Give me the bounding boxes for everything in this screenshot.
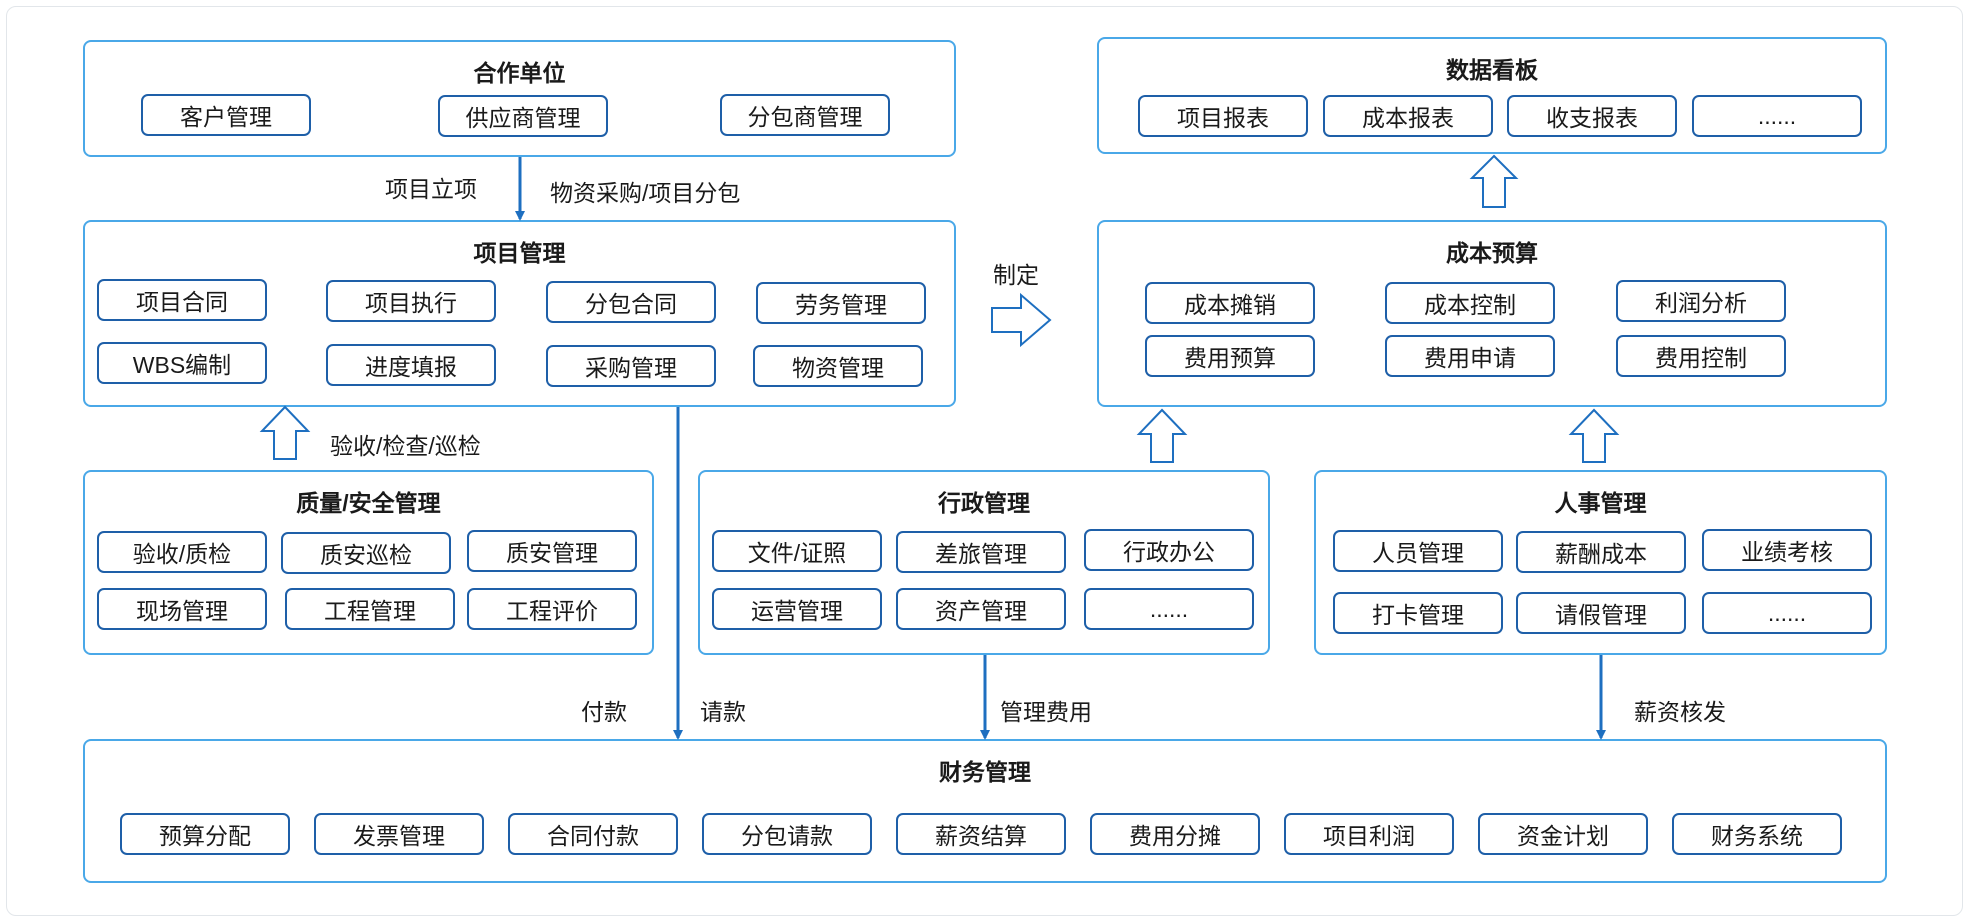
partners-item-supplier: 供应商管理 — [438, 95, 608, 137]
finance-item-finance-system: 财务系统 — [1672, 813, 1842, 855]
admin-item-operations: 运营管理 — [712, 588, 882, 630]
partners-title: 合作单位 — [473, 60, 566, 86]
budget-title: 成本预算 — [1446, 240, 1538, 266]
hr-item-compensation: 薪酬成本 — [1516, 531, 1686, 573]
dashboard-item-more: ...... — [1692, 95, 1862, 137]
partners-panel: 合作单位 客户管理 供应商管理 分包商管理 — [83, 40, 956, 157]
admin-panel: 行政管理 文件/证照 差旅管理 行政办公 运营管理 资产管理 ...... — [698, 470, 1270, 655]
project-item-execution: 项目执行 — [326, 280, 496, 322]
admin-item-documents: 文件/证照 — [712, 530, 882, 572]
project-item-labor: 劳务管理 — [756, 282, 926, 324]
quality-item-evaluation: 工程评价 — [467, 588, 637, 630]
hr-item-performance: 业绩考核 — [1702, 529, 1872, 571]
dashboard-title: 数据看板 — [1446, 57, 1538, 83]
label-project-setup: 项目立项 — [385, 176, 477, 202]
dashboard-item-income-report: 收支报表 — [1507, 95, 1677, 137]
budget-panel: 成本预算 成本摊销 成本控制 利润分析 费用预算 费用申请 费用控制 — [1097, 220, 1887, 407]
project-panel: 项目管理 项目合同 项目执行 分包合同 劳务管理 WBS编制 进度填报 采购管理… — [83, 220, 956, 407]
finance-item-project-profit: 项目利润 — [1284, 813, 1454, 855]
finance-item-expense-allocation: 费用分摊 — [1090, 813, 1260, 855]
hr-title: 人事管理 — [1554, 490, 1647, 516]
budget-item-expense-budget: 费用预算 — [1145, 335, 1315, 377]
finance-item-salary-settlement: 薪资结算 — [896, 813, 1066, 855]
hr-item-attendance: 打卡管理 — [1333, 592, 1503, 634]
label-formulate: 制定 — [993, 262, 1039, 288]
hr-item-personnel: 人员管理 — [1333, 530, 1503, 572]
project-item-materials: 物资管理 — [753, 345, 923, 387]
hr-item-more: ...... — [1702, 592, 1872, 634]
quality-item-engineering: 工程管理 — [285, 588, 455, 630]
quality-title: 质量/安全管理 — [296, 490, 441, 516]
label-management-fee: 管理费用 — [1000, 699, 1092, 725]
finance-item-contract-payment: 合同付款 — [508, 813, 678, 855]
finance-item-subcontract-request: 分包请款 — [702, 813, 872, 855]
budget-item-amortization: 成本摊销 — [1145, 282, 1315, 324]
admin-item-more: ...... — [1084, 588, 1254, 630]
budget-item-expense-request: 费用申请 — [1385, 335, 1555, 377]
project-item-wbs: WBS编制 — [97, 342, 267, 384]
quality-item-patrol: 质安巡检 — [281, 532, 451, 574]
project-item-subcontract: 分包合同 — [546, 281, 716, 323]
admin-item-assets: 资产管理 — [896, 588, 1066, 630]
dashboard-item-cost-report: 成本报表 — [1323, 95, 1493, 137]
finance-item-invoice: 发票管理 — [314, 813, 484, 855]
hr-item-leave: 请假管理 — [1516, 592, 1686, 634]
budget-item-profit-analysis: 利润分析 — [1616, 280, 1786, 322]
label-salary-issue: 薪资核发 — [1634, 699, 1726, 725]
finance-item-fund-plan: 资金计划 — [1478, 813, 1648, 855]
budget-item-cost-control: 成本控制 — [1385, 282, 1555, 324]
admin-item-travel: 差旅管理 — [896, 531, 1066, 573]
project-title: 项目管理 — [473, 240, 566, 266]
quality-panel: 质量/安全管理 验收/质检 质安巡检 质安管理 现场管理 工程管理 工程评价 — [83, 470, 654, 655]
dashboard-item-project-report: 项目报表 — [1138, 95, 1308, 137]
quality-item-site: 现场管理 — [97, 588, 267, 630]
quality-item-safety: 质安管理 — [467, 530, 637, 572]
partners-item-customer: 客户管理 — [141, 94, 311, 136]
dashboard-panel: 数据看板 项目报表 成本报表 收支报表 ...... — [1097, 37, 1887, 154]
admin-item-office: 行政办公 — [1084, 529, 1254, 571]
admin-title: 行政管理 — [938, 490, 1030, 516]
project-item-procurement: 采购管理 — [546, 345, 716, 387]
finance-panel: 财务管理 预算分配 发票管理 合同付款 分包请款 薪资结算 费用分摊 项目利润 … — [83, 739, 1887, 883]
label-payment: 付款 — [581, 699, 627, 725]
project-item-progress: 进度填报 — [326, 344, 496, 386]
project-item-contract: 项目合同 — [97, 279, 267, 321]
partners-item-subcontractor: 分包商管理 — [720, 94, 890, 136]
finance-item-budget-allocation: 预算分配 — [120, 813, 290, 855]
label-request-payment: 请款 — [700, 699, 746, 725]
quality-item-acceptance: 验收/质检 — [97, 531, 267, 573]
label-inspection: 验收/检查/巡检 — [330, 433, 481, 459]
budget-item-expense-control: 费用控制 — [1616, 335, 1786, 377]
hr-panel: 人事管理 人员管理 薪酬成本 业绩考核 打卡管理 请假管理 ...... — [1314, 470, 1887, 655]
finance-title: 财务管理 — [939, 759, 1031, 785]
label-procurement: 物资采购/项目分包 — [550, 180, 741, 206]
